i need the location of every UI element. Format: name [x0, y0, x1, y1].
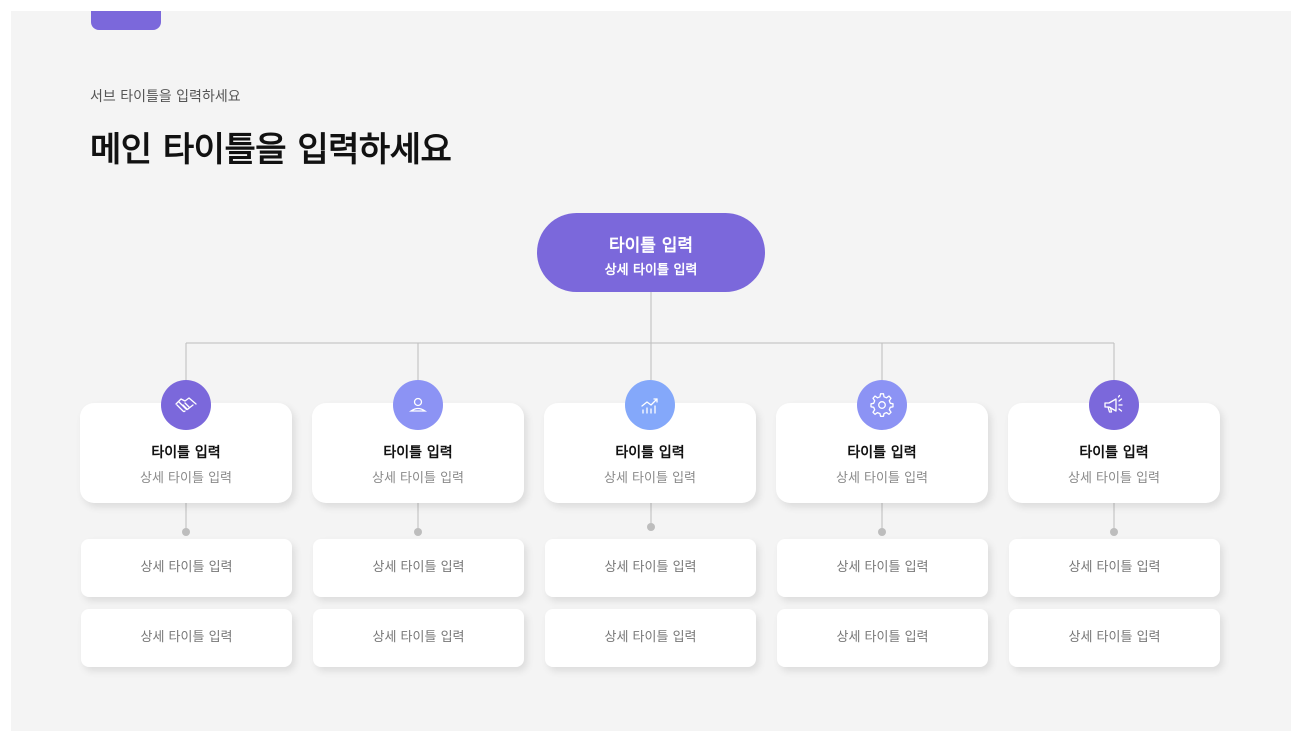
- connector-dot-1: [182, 528, 190, 536]
- detail-item: 상세 타이틀 입력: [313, 539, 524, 597]
- root-node: 타이틀 입력 상세 타이틀 입력: [537, 213, 765, 292]
- detail-item: 상세 타이틀 입력: [545, 539, 756, 597]
- detail-item: 상세 타이틀 입력: [777, 539, 988, 597]
- user-icon: [393, 380, 443, 430]
- sub-title: 서브 타이틀을 입력하세요: [90, 89, 241, 105]
- connector-dot-4: [878, 528, 886, 536]
- accent-tab: [91, 11, 161, 30]
- gear-icon: [857, 380, 907, 430]
- root-subtitle: 상세 타이틀 입력: [604, 263, 698, 278]
- branch-subtitle: 상세 타이틀 입력: [372, 471, 464, 486]
- branch-subtitle: 상세 타이틀 입력: [1068, 471, 1160, 486]
- detail-item: 상세 타이틀 입력: [81, 539, 292, 597]
- detail-item: 상세 타이틀 입력: [81, 609, 292, 667]
- branch-subtitle: 상세 타이틀 입력: [836, 471, 928, 486]
- branch-title: 타이틀 입력: [151, 445, 221, 461]
- connector-dot-5: [1110, 528, 1118, 536]
- connector-dot-2: [414, 528, 422, 536]
- detail-item: 상세 타이틀 입력: [1009, 539, 1220, 597]
- branch-title: 타이틀 입력: [847, 445, 917, 461]
- branch-title: 타이틀 입력: [383, 445, 453, 461]
- detail-item: 상세 타이틀 입력: [777, 609, 988, 667]
- detail-item: 상세 타이틀 입력: [1009, 609, 1220, 667]
- branch-title: 타이틀 입력: [1079, 445, 1149, 461]
- detail-item: 상세 타이틀 입력: [313, 609, 524, 667]
- detail-item: 상세 타이틀 입력: [545, 609, 756, 667]
- main-title: 메인 타이틀을 입력하세요: [90, 130, 452, 170]
- chart-icon: [625, 380, 675, 430]
- root-title: 타이틀 입력: [608, 236, 694, 256]
- branch-subtitle: 상세 타이틀 입력: [140, 471, 232, 486]
- handshake-icon: [161, 380, 211, 430]
- connector-dot-3: [647, 523, 655, 531]
- megaphone-icon: [1089, 380, 1139, 430]
- branch-subtitle: 상세 타이틀 입력: [604, 471, 696, 486]
- branch-title: 타이틀 입력: [615, 445, 685, 461]
